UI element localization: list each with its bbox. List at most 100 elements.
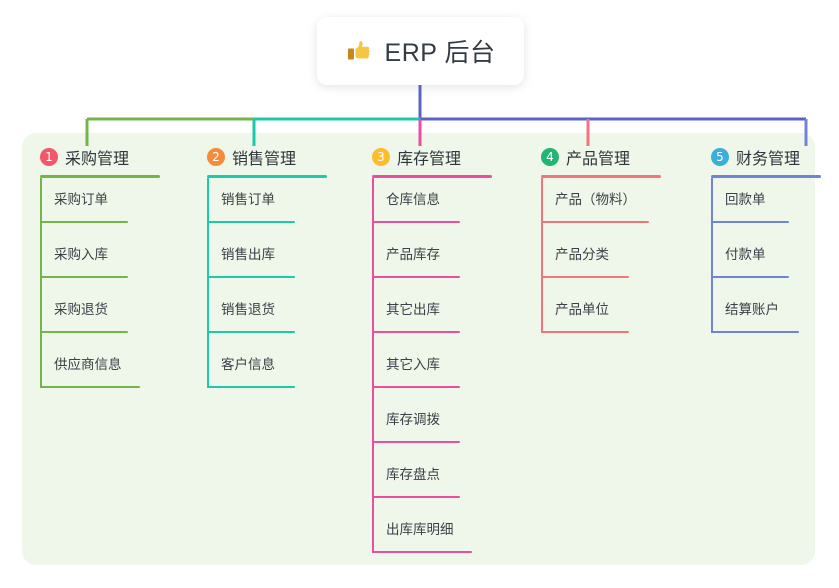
- leaf-underline: [711, 276, 789, 278]
- leaf-item[interactable]: 产品单位: [527, 288, 687, 343]
- leaf-item[interactable]: 仓库信息: [358, 178, 518, 233]
- branch-items: 销售订单销售出库销售退货客户信息: [193, 178, 343, 398]
- branch-items: 仓库信息产品库存其它出库其它入库库存调拨库存盘点出库库明细: [358, 178, 518, 563]
- branch-items: 采购订单采购入库采购退货供应商信息: [26, 178, 176, 398]
- branch-spine: [372, 178, 374, 553]
- branch-items: 产品（物料） 产品分类产品单位: [527, 178, 687, 343]
- branch-spine: [40, 178, 42, 388]
- branch-number-badge: 5: [711, 148, 729, 166]
- leaf-label: 产品（物料）: [555, 192, 636, 207]
- leaf-underline: [711, 331, 799, 333]
- leaf-underline: [207, 221, 295, 223]
- branch-number-badge: 2: [207, 148, 225, 166]
- leaf-label: 库存调拨: [386, 412, 440, 427]
- leaf-underline: [207, 331, 295, 333]
- leaf-label: 采购退货: [54, 302, 108, 317]
- leaf-item[interactable]: 回款单: [697, 178, 839, 233]
- branch-underline: [40, 175, 160, 178]
- leaf-label: 销售出库: [221, 247, 275, 262]
- branch-spine: [711, 178, 713, 333]
- leaf-underline: [541, 221, 649, 223]
- leaf-item[interactable]: 付款单: [697, 233, 839, 288]
- leaf-underline: [40, 276, 128, 278]
- branch-spine: [541, 178, 543, 333]
- branch-title: 库存管理: [397, 151, 462, 168]
- leaf-underline: [372, 551, 472, 553]
- branch-column-5: 5 财务管理回款单付款单结算账户: [697, 145, 839, 343]
- branch-column-4: 4 产品管理产品（物料） 产品分类产品单位: [527, 145, 687, 343]
- branch-column-3: 3 库存管理仓库信息产品库存其它出库其它入库库存调拨库存盘点出库库明细: [358, 145, 518, 563]
- branch-underline: [207, 175, 327, 178]
- leaf-label: 其它出库: [386, 302, 440, 317]
- leaf-item[interactable]: 其它出库: [358, 288, 518, 343]
- leaf-item[interactable]: 供应商信息: [26, 343, 176, 398]
- leaf-item[interactable]: 其它入库: [358, 343, 518, 398]
- leaf-underline: [207, 276, 295, 278]
- leaf-item[interactable]: 库存调拨: [358, 398, 518, 453]
- branch-number-badge: 1: [40, 148, 58, 166]
- leaf-underline: [372, 276, 460, 278]
- branch-header-1[interactable]: 1 采购管理: [26, 145, 176, 169]
- leaf-label: 产品分类: [555, 247, 609, 262]
- leaf-item[interactable]: 结算账户: [697, 288, 839, 343]
- leaf-item[interactable]: 采购订单: [26, 178, 176, 233]
- thumbs-up-icon: [346, 37, 374, 65]
- leaf-item[interactable]: 采购退货: [26, 288, 176, 343]
- leaf-item[interactable]: 库存盘点: [358, 453, 518, 508]
- leaf-item[interactable]: 产品（物料）: [527, 178, 687, 233]
- branch-title: 销售管理: [232, 151, 297, 168]
- leaf-item[interactable]: 销售出库: [193, 233, 343, 288]
- branch-header-4[interactable]: 4 产品管理: [527, 145, 687, 169]
- root-node[interactable]: ERP 后台: [317, 17, 524, 85]
- leaf-label: 回款单: [725, 192, 766, 207]
- leaf-underline: [541, 331, 629, 333]
- leaf-underline: [372, 331, 460, 333]
- branch-header-3[interactable]: 3 库存管理: [358, 145, 518, 169]
- branch-items: 回款单付款单结算账户: [697, 178, 839, 343]
- leaf-label: 采购订单: [54, 192, 108, 207]
- leaf-underline: [372, 496, 460, 498]
- leaf-underline: [207, 386, 295, 388]
- leaf-label: 其它入库: [386, 357, 440, 372]
- branch-underline: [372, 175, 492, 178]
- branch-number-badge: 3: [372, 148, 390, 166]
- leaf-underline: [40, 331, 128, 333]
- leaf-label: 产品单位: [555, 302, 609, 317]
- leaf-label: 销售订单: [221, 192, 275, 207]
- leaf-label: 库存盘点: [386, 467, 440, 482]
- leaf-item[interactable]: 销售订单: [193, 178, 343, 233]
- leaf-item[interactable]: 产品分类: [527, 233, 687, 288]
- branch-header-5[interactable]: 5 财务管理: [697, 145, 839, 169]
- leaf-item[interactable]: 销售退货: [193, 288, 343, 343]
- branch-header-2[interactable]: 2 销售管理: [193, 145, 343, 169]
- branch-title: 采购管理: [65, 151, 130, 168]
- leaf-label: 供应商信息: [54, 357, 122, 372]
- leaf-item[interactable]: 产品库存: [358, 233, 518, 288]
- leaf-label: 产品库存: [386, 247, 440, 262]
- branch-title: 财务管理: [736, 151, 801, 168]
- leaf-label: 付款单: [725, 247, 766, 262]
- leaf-underline: [40, 386, 140, 388]
- leaf-underline: [541, 276, 629, 278]
- branch-column-1: 1 采购管理采购订单采购入库采购退货供应商信息: [26, 145, 176, 398]
- branch-underline: [711, 175, 821, 178]
- branch-spine: [207, 178, 209, 388]
- leaf-label: 出库库明细: [386, 522, 454, 537]
- branch-column-2: 2 销售管理销售订单销售出库销售退货客户信息: [193, 145, 343, 398]
- leaf-item[interactable]: 客户信息: [193, 343, 343, 398]
- leaf-item[interactable]: 出库库明细: [358, 508, 518, 563]
- leaf-underline: [372, 221, 460, 223]
- leaf-label: 采购入库: [54, 247, 108, 262]
- leaf-underline: [372, 386, 460, 388]
- diagram-panel: [22, 133, 815, 565]
- leaf-label: 客户信息: [221, 357, 275, 372]
- leaf-item[interactable]: 采购入库: [26, 233, 176, 288]
- leaf-label: 结算账户: [725, 302, 779, 317]
- branch-underline: [541, 175, 661, 178]
- branch-title: 产品管理: [566, 151, 631, 168]
- leaf-label: 销售退货: [221, 302, 275, 317]
- leaf-underline: [40, 221, 128, 223]
- branch-number-badge: 4: [541, 148, 559, 166]
- leaf-underline: [372, 441, 460, 443]
